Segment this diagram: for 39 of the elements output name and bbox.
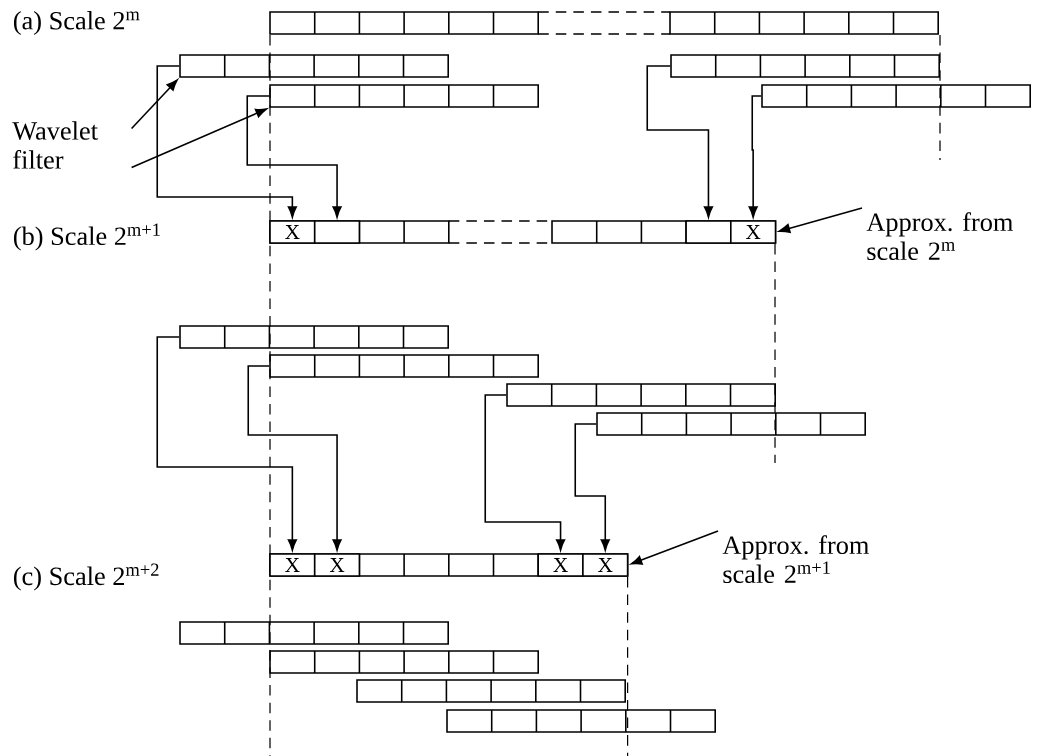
cell-row — [269, 354, 539, 378]
sample-cell: X — [313, 553, 361, 577]
arrow — [156, 336, 298, 551]
arrow — [574, 423, 610, 551]
sample-cell: X — [582, 553, 629, 577]
sample-cell: X — [269, 553, 316, 577]
cell-row — [179, 325, 449, 349]
cell-row — [269, 84, 539, 108]
arrow — [748, 95, 763, 218]
annotation: Wavelet filter — [12, 121, 98, 169]
cell-row — [506, 383, 776, 407]
cell-row — [761, 84, 1031, 108]
sample-cell — [313, 220, 361, 244]
annotation: Approx. from scale 2$^{m+1}$ — [722, 535, 869, 584]
sample-cell — [685, 220, 732, 244]
cell-row — [596, 412, 866, 436]
cell-row — [446, 709, 716, 733]
cell-row — [179, 621, 449, 645]
annotation: Approx. from scale 2$^{m}$ — [866, 212, 1013, 261]
leader-arrow — [778, 207, 863, 233]
arrow — [484, 394, 566, 551]
leader-arrow — [130, 108, 268, 169]
scale-label: (c) Scale 2$^{m+2}$ — [13, 563, 159, 591]
sample-cell: X — [269, 220, 316, 244]
leader-arrow — [130, 79, 178, 130]
arrow — [156, 65, 298, 218]
arrow — [646, 65, 714, 218]
scale-label: (a) Scale 2$^{m}$ — [13, 11, 140, 35]
cell-row — [179, 54, 449, 78]
cell-row — [269, 650, 539, 674]
sample-cell: X — [730, 220, 777, 244]
arrow — [247, 365, 342, 551]
leader-arrow — [630, 530, 719, 565]
cell-row — [356, 679, 626, 703]
sample-cell: X — [537, 553, 584, 577]
arrow — [246, 95, 342, 218]
cell-row — [670, 54, 940, 78]
cell-row — [269, 11, 939, 35]
scale-label: (b) Scale 2$^{m+1}$ — [13, 223, 160, 251]
